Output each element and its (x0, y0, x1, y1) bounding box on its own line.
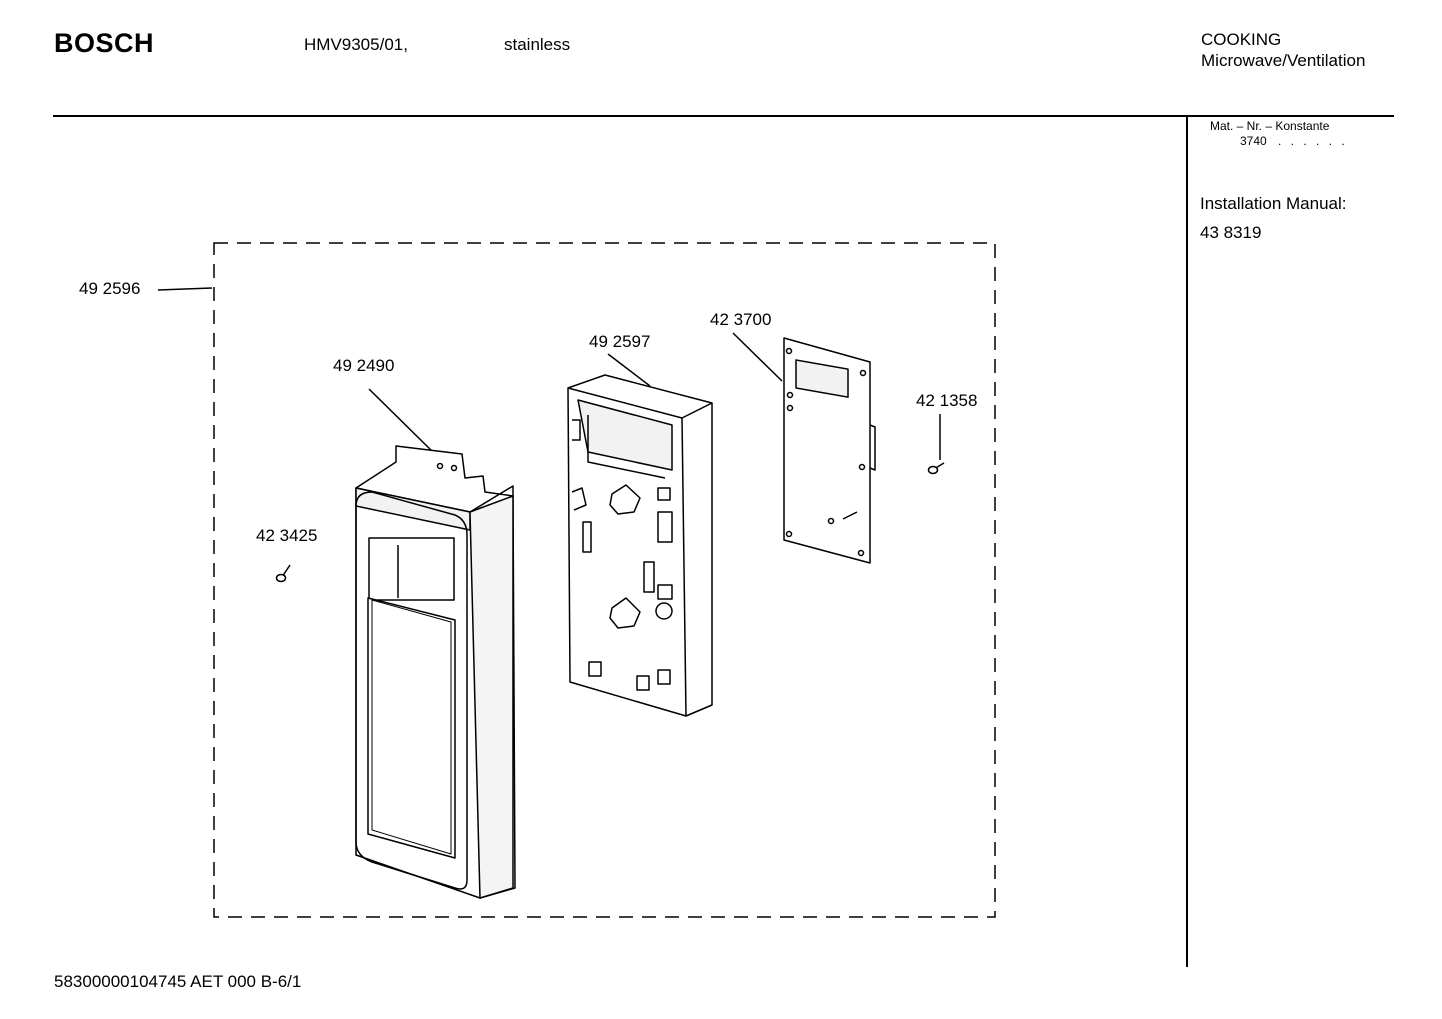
category-label: COOKING (1201, 30, 1282, 49)
front-panel-part (355, 445, 516, 899)
mat-number: 3740 (1240, 134, 1267, 148)
finish-label: stainless (504, 35, 571, 54)
sidebar-divider (1186, 117, 1188, 967)
leader-front-panel (368, 388, 438, 457)
leader-circuit-board (732, 332, 783, 382)
label-screw-left: 42 3425 (256, 526, 317, 545)
label-screw-right: 42 1358 (916, 391, 977, 410)
mat-dots: . . . . . . (1278, 134, 1348, 148)
model-number: HMV9305/01, (304, 35, 408, 54)
header-divider (53, 115, 1394, 117)
label-front-panel: 49 2490 (333, 356, 394, 375)
subcategory-label: Microwave/Ventilation (1201, 51, 1366, 70)
leader-frame (607, 353, 651, 387)
label-circuit-board: 42 3700 (710, 310, 771, 329)
screw-left-part (275, 564, 291, 583)
leader-assembly (157, 287, 213, 291)
assembly-boundary (213, 242, 996, 918)
label-frame: 49 2597 (589, 332, 650, 351)
screw-right-part (927, 462, 945, 475)
document-code: 58300000104745 AET 000 B-6/1 (54, 972, 302, 991)
label-assembly: 49 2596 (79, 279, 140, 298)
frame-part (567, 374, 713, 717)
mat-label: Mat. – Nr. – Konstante (1210, 119, 1330, 133)
installation-manual-label: Installation Manual: (1200, 194, 1347, 213)
installation-manual-number: 43 8319 (1200, 223, 1262, 242)
brand-logo: BOSCH (54, 28, 155, 58)
circuit-board-part (783, 337, 876, 564)
